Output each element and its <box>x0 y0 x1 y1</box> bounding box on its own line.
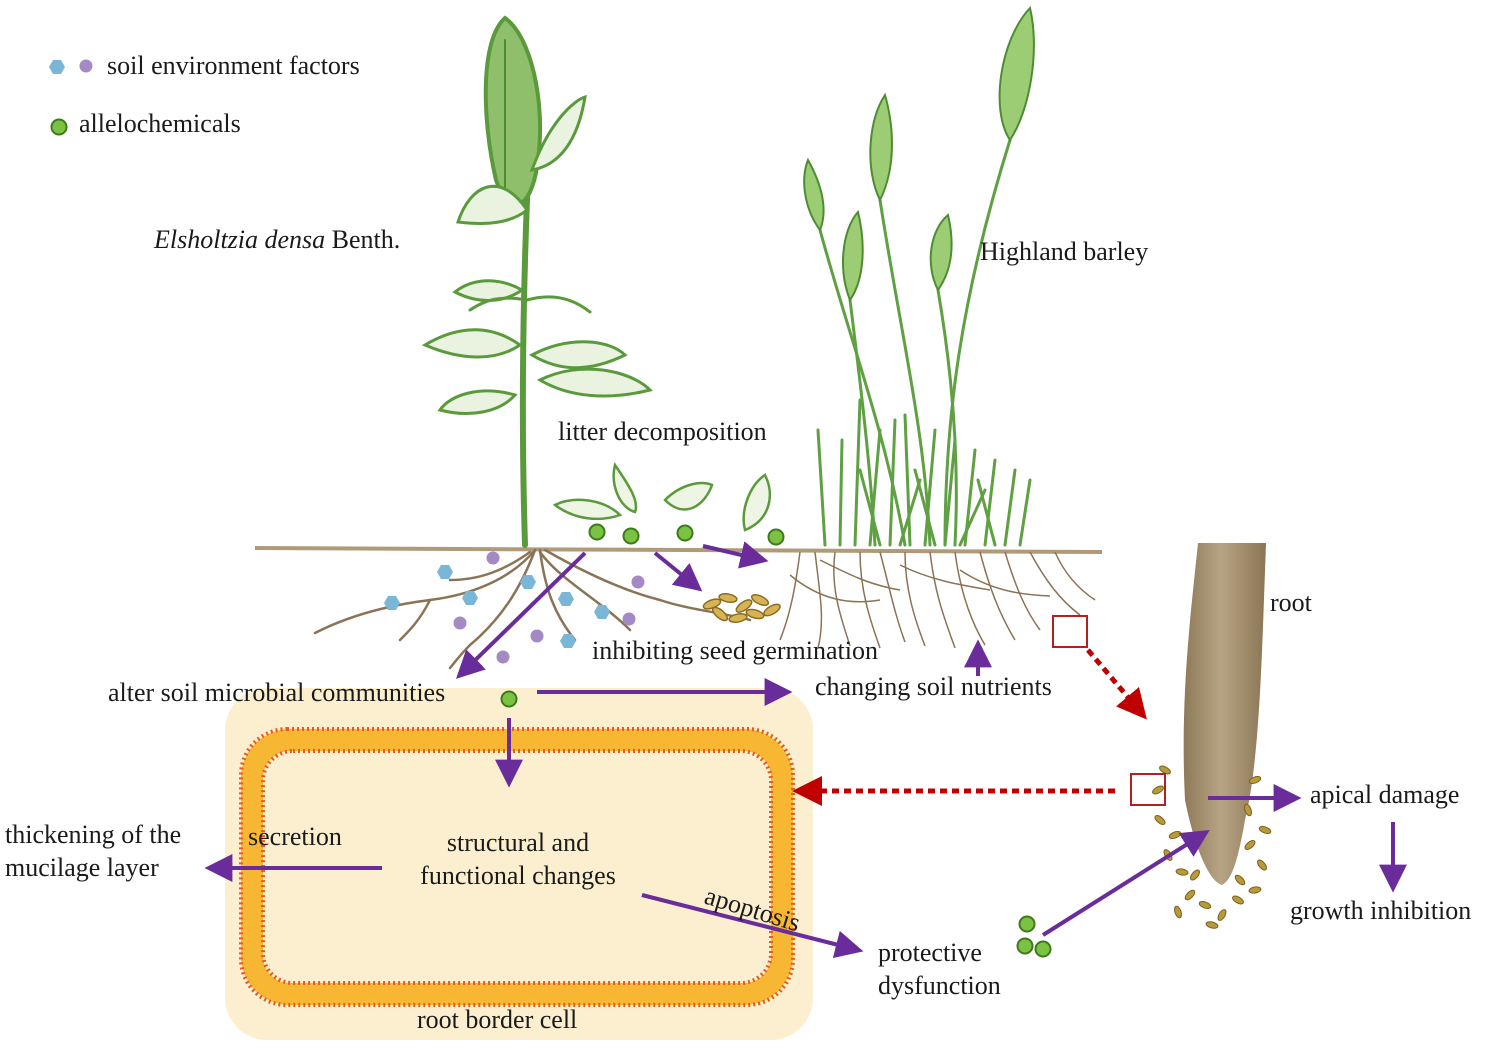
hexagon-icon <box>49 60 65 74</box>
arrow-to-seeds <box>653 551 703 592</box>
purple-dot-icon <box>79 59 93 73</box>
structural-line-1: structural and <box>446 828 590 857</box>
highland-barley-plant <box>803 5 1035 547</box>
secretion-label: secretion <box>248 822 342 851</box>
green-dot-icon <box>50 118 68 136</box>
thickening-line-1: thickening of the <box>5 820 182 849</box>
allelochemical-dots <box>500 523 1052 958</box>
elsholtzia-author: Benth. <box>331 225 401 254</box>
barley-roots <box>779 551 1096 649</box>
elsholtzia-plant <box>421 15 653 548</box>
arrow-to-barley <box>702 541 769 569</box>
arrow-to-microbial <box>455 551 587 679</box>
apical-damage-label: apical damage <box>1310 780 1460 809</box>
root-illustration <box>1152 543 1272 929</box>
elsholtzia-species-name: Elsholtzia densa <box>154 225 326 254</box>
dashed-arrow-to-root <box>1086 648 1147 720</box>
soil-purple-dots <box>453 551 645 664</box>
protective-dysfunction-label: protective dysfunction <box>878 937 1001 1002</box>
arrow-to-protective <box>641 893 864 959</box>
structural-changes-label: structural and functional changes <box>400 827 636 892</box>
zoom-box-root <box>1130 773 1166 806</box>
soil-nutrients-label: changing soil nutrients <box>815 672 1052 701</box>
arrow-to-root-tip <box>1041 830 1210 937</box>
litter-leaves <box>552 461 772 532</box>
protective-line-2: dysfunction <box>878 970 1001 1000</box>
thickening-label: thickening of the mucilage layer <box>5 819 181 884</box>
soil-hexagons <box>384 565 610 648</box>
thickening-line-2: mucilage layer <box>5 852 159 882</box>
purple-arrows <box>204 541 1407 959</box>
soil-surface-line <box>254 546 1103 554</box>
root-border-cell-panel <box>225 688 813 1040</box>
growth-inhibition-label: growth inhibition <box>1290 896 1472 925</box>
legend-allelo-label: allelochemicals <box>79 109 241 138</box>
root-label: root <box>1270 588 1312 617</box>
legend-icons <box>49 59 93 136</box>
structural-line-2: functional changes <box>420 860 616 890</box>
litter-decomposition-label: litter decomposition <box>558 417 767 446</box>
legend-soil-env-label: soil environment factors <box>107 51 360 80</box>
protective-line-1: protective <box>878 938 982 967</box>
seed-germination-label: inhibiting seed germination <box>592 636 878 665</box>
seed-cluster <box>702 593 781 623</box>
zoom-box-soil <box>1052 615 1088 648</box>
elsholtzia-label: Elsholtzia densa Benth. <box>154 224 400 257</box>
root-border-cell-label: root border cell <box>417 1005 578 1034</box>
barley-label: Highland barley <box>980 237 1149 266</box>
microbial-communities-label: alter soil microbial communities <box>108 678 446 707</box>
